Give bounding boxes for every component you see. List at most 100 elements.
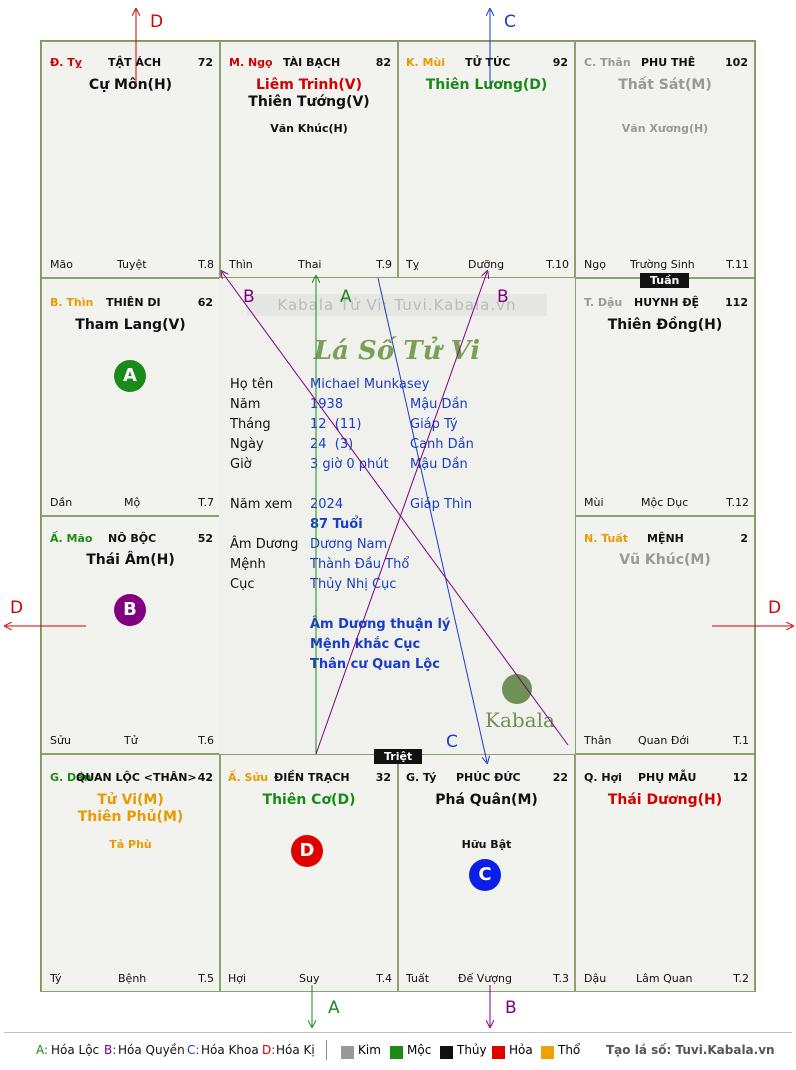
phase: Suy [299, 972, 320, 985]
credit-link[interactable]: Tạo lá số: Tuvi.Kabala.vn [606, 1043, 775, 1057]
palace-number: 12 [732, 771, 748, 784]
arrow-label-d-left: D [10, 598, 24, 618]
label-am-duong: Âm Dương [230, 537, 299, 552]
tree-icon [502, 674, 532, 704]
arrow-label-b-right: B [497, 287, 509, 307]
palace-number: 32 [375, 771, 391, 784]
can-chi: G. Tý [406, 771, 437, 784]
palace-name: QUAN LỘC <THÂN> [76, 771, 197, 784]
can-chi: M. Ngọ [229, 56, 273, 69]
label-ngay: Ngày [230, 437, 264, 452]
t-code: T.12 [726, 496, 749, 509]
t-code: T.7 [198, 496, 214, 509]
legend-kim: Kim [358, 1043, 381, 1057]
arrow-label-c-center: C [446, 732, 458, 752]
can-chi: B. Thìn [50, 296, 94, 309]
major-star: Phá Quân(M) [435, 792, 538, 808]
palace-name: PHỤ MẪU [638, 771, 697, 784]
branch: Thìn [229, 258, 253, 271]
value-age: 87 Tuổi [310, 517, 363, 532]
palace-phu-mau: Q. Hợi PHỤ MẪU 12 Thái Dương(H) Dậu Lâm … [575, 754, 755, 992]
palace-number: 62 [197, 296, 213, 309]
palace-no-boc: Ấ. Mão NÔ BỘC 52 Thái Âm(H) Sửu Tử T.6 [41, 516, 220, 754]
palace-number: 112 [725, 296, 748, 309]
t-code: T.5 [198, 972, 214, 985]
legend-thuy: Thủy [457, 1043, 487, 1057]
palace-number: 102 [725, 56, 748, 69]
value-thang: 12 (11) [310, 417, 362, 432]
note: Âm Dương thuận lý [310, 617, 451, 632]
can-chi: C. Thân [584, 56, 631, 69]
palace-menh: N. Tuất MỆNH 2 Vũ Khúc(M) Thân Quan Đới … [575, 516, 755, 754]
palace-name: THIÊN DI [106, 296, 161, 309]
value-gio-canchi: Mậu Dần [410, 457, 468, 472]
label-ho-ten: Họ tên [230, 377, 274, 392]
phase: Trường Sinh [630, 258, 695, 271]
palace-name: HUYNH ĐỆ [634, 296, 700, 309]
palace-number: 2 [740, 532, 748, 545]
palace-name: PHÚC ĐỨC [456, 771, 521, 784]
t-code: T.11 [726, 258, 749, 271]
can-chi: Ấ. Mão [50, 532, 93, 545]
major-star: Thiên Cơ(D) [262, 792, 356, 808]
arrow-label-d-right: D [768, 598, 782, 618]
branch: Thân [584, 734, 612, 747]
branch: Ngọ [584, 258, 606, 271]
can-chi: T. Dậu [584, 296, 623, 309]
major-star: Vũ Khúc(M) [619, 552, 711, 568]
arrow-label-a-bottom: A [328, 998, 340, 1018]
phase: Bệnh [118, 972, 147, 985]
minor-star: Văn Xương(H) [621, 122, 709, 135]
major-star: Thái Âm(H) [86, 552, 175, 568]
branch: Hợi [228, 972, 247, 985]
logo-text: Kabala [485, 708, 555, 732]
arrow-label-a-center: A [340, 287, 352, 307]
triet-badge: Triệt [374, 749, 423, 764]
palace-dien-trach: Ấ. Sửu ĐIỀN TRẠCH 32 Thiên Cơ(D) Hợi Suy… [220, 754, 398, 992]
value-cuc: Thủy Nhị Cục [310, 577, 397, 592]
legend-moc: Mộc [407, 1043, 432, 1057]
arrow-label-d-top: D [150, 12, 164, 32]
legend-a-key: A: [36, 1043, 49, 1057]
minor-star: Hữu Bật [461, 838, 512, 851]
minor-star: Văn Khúc(H) [270, 122, 348, 135]
label-nam: Năm [230, 397, 261, 412]
phase: Tử [124, 734, 138, 747]
note: Thân cư Quan Lộc [310, 657, 440, 672]
t-code: T.6 [198, 734, 214, 747]
value-ngay-canchi: Canh Dần [410, 437, 474, 452]
legend-divider [4, 1032, 792, 1033]
value-nam-xem: 2024 [310, 497, 344, 512]
chart-title: Lá Số Tử Vi [313, 336, 481, 366]
can-chi: Q. Hợi [584, 771, 622, 784]
phase: Tuyệt [117, 258, 147, 271]
swatch-kim [341, 1046, 354, 1059]
palace-tu-tuc: K. Mùi TỬ TỨC 92 Thiên Lương(D) Tỵ Dưỡng… [398, 41, 575, 278]
value-nam-canchi: Mậu Dần [410, 397, 468, 412]
t-code: T.1 [733, 734, 749, 747]
branch: Tuất [406, 972, 430, 985]
can-chi: K. Mùi [406, 56, 446, 69]
palace-thien-di: B. Thìn THIÊN DI 62 Tham Lang(V) Dần Mộ … [41, 278, 220, 516]
t-code: T.9 [376, 258, 392, 271]
value-ho-ten: Michael Munkasey [310, 377, 430, 392]
legend-c-key: C: [187, 1043, 200, 1057]
legend-d: Hóa Kị [276, 1043, 315, 1057]
major-star: Thiên Tướng(V) [248, 94, 370, 110]
marker-b: B [114, 594, 146, 626]
phase: Dưỡng [468, 258, 505, 271]
value-ngay: 24 (3) [310, 437, 354, 452]
branch: Sửu [50, 734, 71, 747]
center-info-panel: Kabala Tử Vi: Tuvi.Kabala.vn Lá Số Tử Vi… [219, 278, 575, 754]
label-nam-xem: Năm xem [230, 497, 293, 512]
label-menh: Mệnh [230, 557, 266, 572]
t-code: T.8 [198, 258, 214, 271]
t-code: T.3 [553, 972, 569, 985]
major-star: Liêm Trinh(V) [256, 77, 362, 93]
marker-a: A [114, 360, 146, 392]
t-code: T.2 [733, 972, 749, 985]
palace-name: TÀI BẠCH [283, 56, 341, 69]
phase: Mộ [124, 496, 141, 509]
legend-d-key: D: [262, 1043, 276, 1057]
